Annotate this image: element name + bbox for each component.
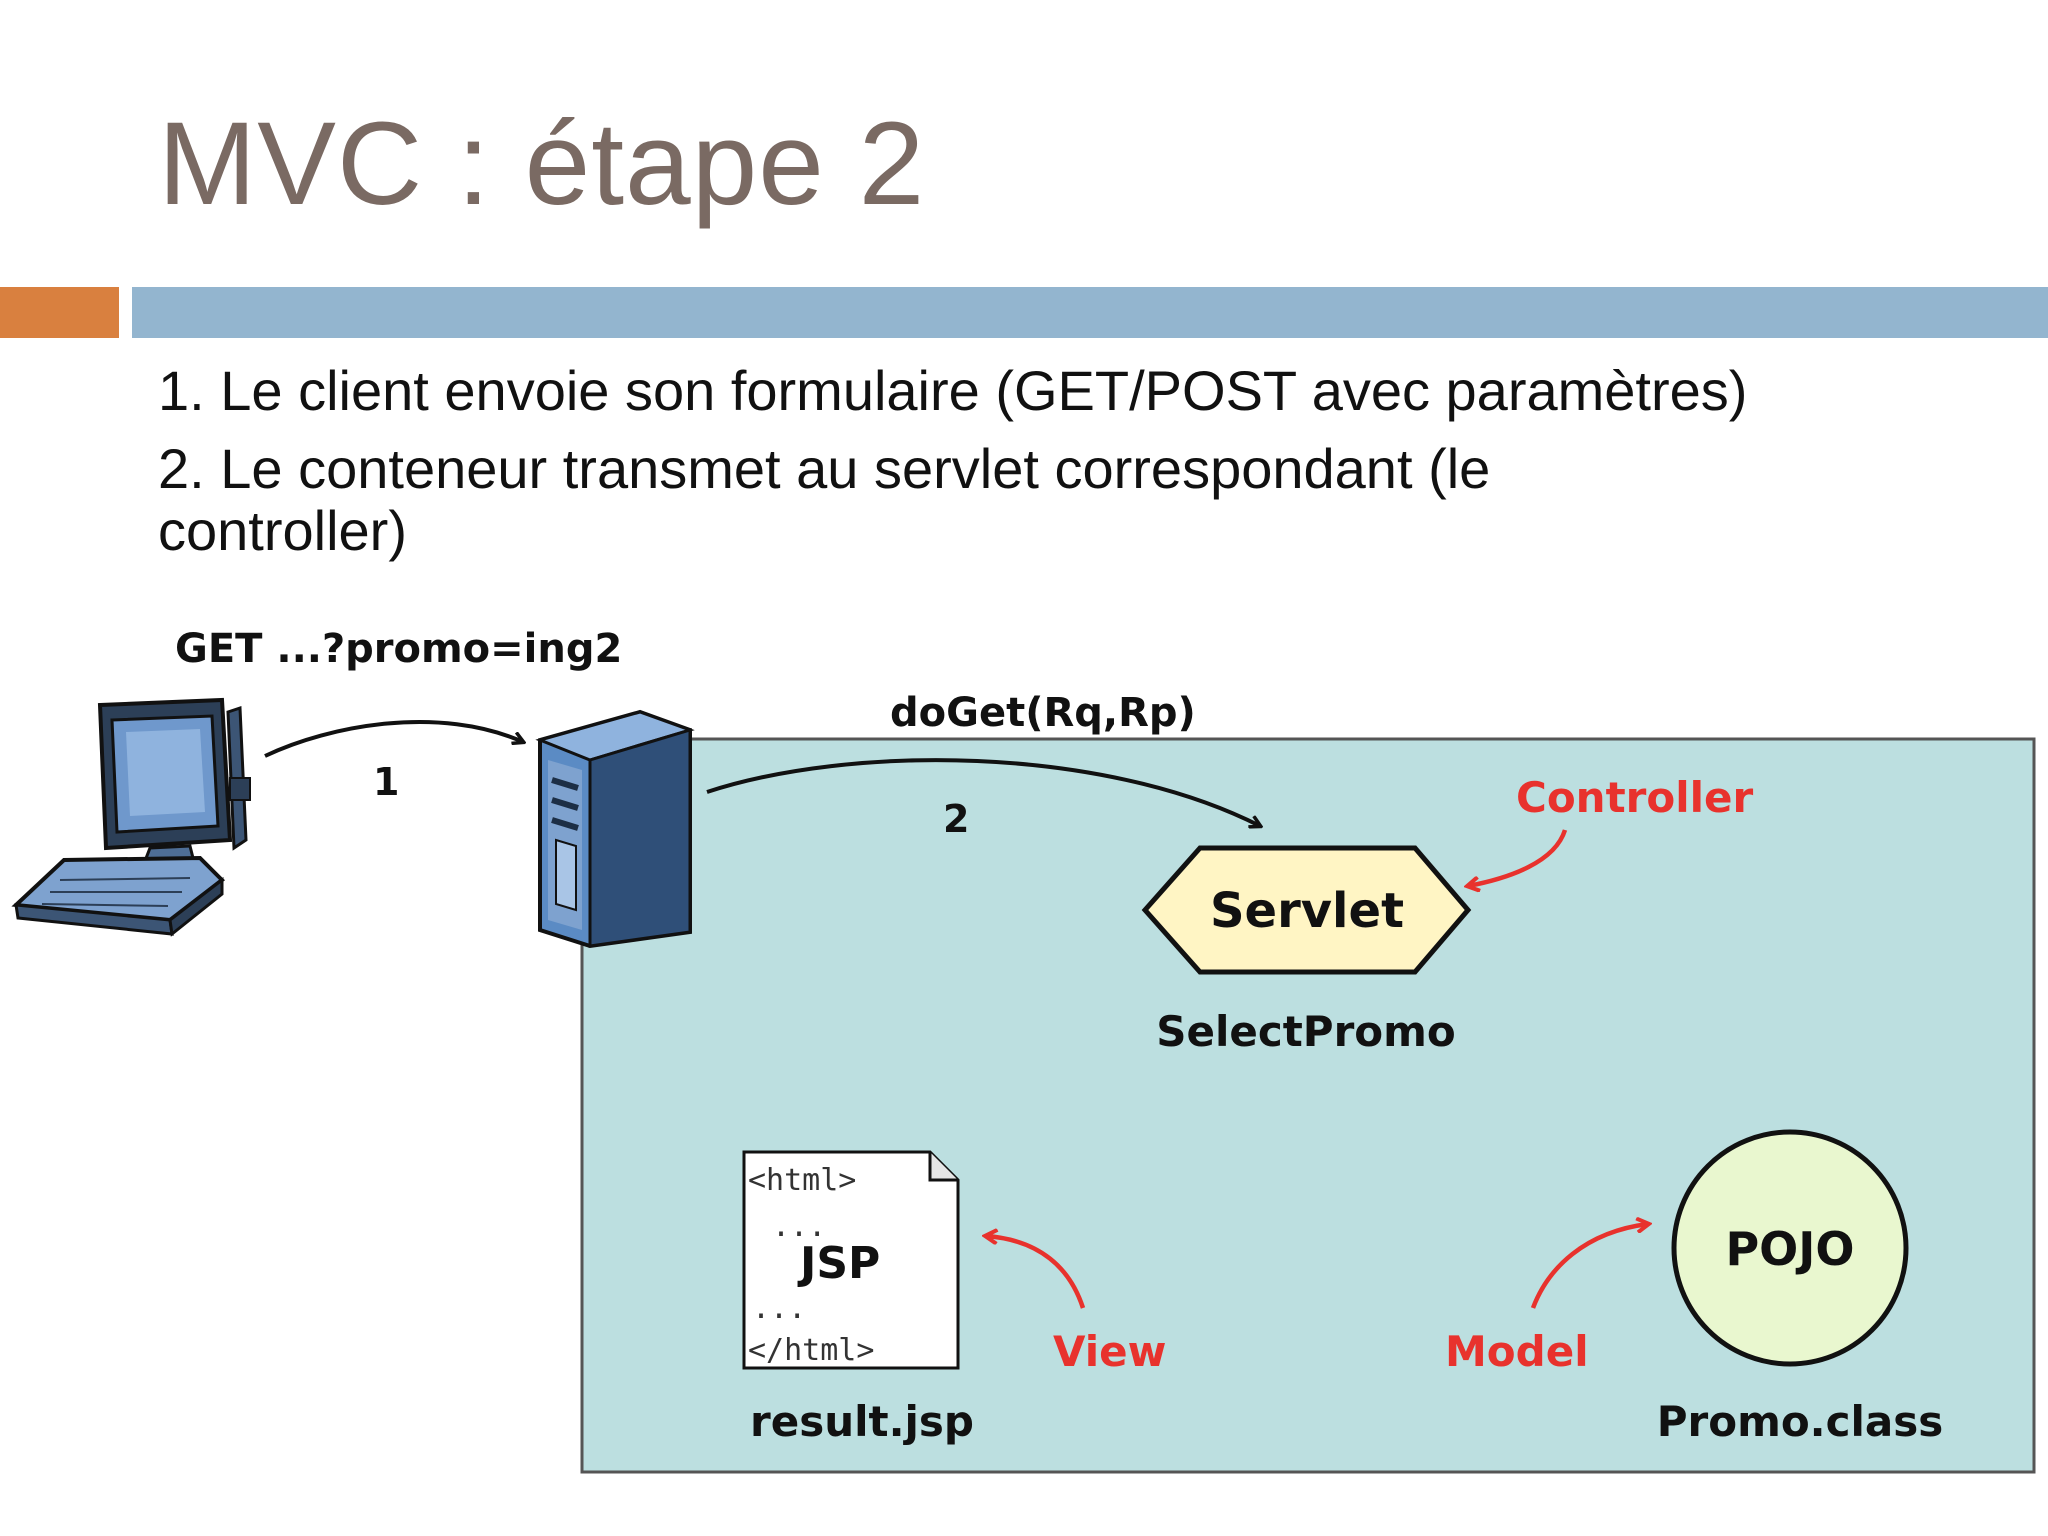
servlet-label: Servlet xyxy=(1210,883,1404,939)
arrow-1 xyxy=(264,720,523,758)
jsp-open-tag: <html> xyxy=(748,1163,856,1198)
step-1-label: 1 xyxy=(373,760,399,804)
controller-label: Controller xyxy=(1516,773,1754,822)
view-arrow xyxy=(986,1236,1086,1309)
computer-icon xyxy=(11,697,251,937)
model-label: Model xyxy=(1445,1327,1589,1376)
model-arrow xyxy=(1530,1224,1648,1309)
request-label: GET ...?promo=ing2 xyxy=(175,626,622,672)
controller-arrow xyxy=(1468,829,1568,886)
jsp-dots-bottom: ... xyxy=(752,1291,806,1326)
doget-label: doGet(Rq,Rp) xyxy=(890,690,1196,736)
pojo-filename: Promo.class xyxy=(1657,1397,1944,1446)
title-divider-bar xyxy=(132,287,2048,338)
bullet-list: 1. Le client envoie son formulaire (GET/… xyxy=(158,360,2018,578)
jsp-dots-top: ... xyxy=(772,1209,826,1244)
servlet-name: SelectPromo xyxy=(1156,1007,1456,1056)
server-icon xyxy=(535,709,695,949)
arrow-2 xyxy=(706,758,1260,826)
pojo-label: POJO xyxy=(1725,1222,1854,1276)
jsp-label: JSP xyxy=(797,1238,880,1289)
title-accent-bar xyxy=(0,287,119,338)
jsp-document xyxy=(742,1150,960,1370)
jsp-close-tag: </html> xyxy=(748,1333,874,1368)
bullet-1: 1. Le client envoie son formulaire (GET/… xyxy=(158,359,1748,422)
bullet-2: 2. Le conteneur transmet au servlet corr… xyxy=(158,437,1491,562)
view-label: View xyxy=(1053,1327,1166,1376)
servlet-hexagon xyxy=(1141,845,1472,975)
slide-title: MVC : étape 2 xyxy=(158,98,926,230)
jsp-filename: result.jsp xyxy=(750,1397,974,1446)
step-2-label: 2 xyxy=(943,797,969,841)
pojo-circle xyxy=(1671,1129,1909,1367)
